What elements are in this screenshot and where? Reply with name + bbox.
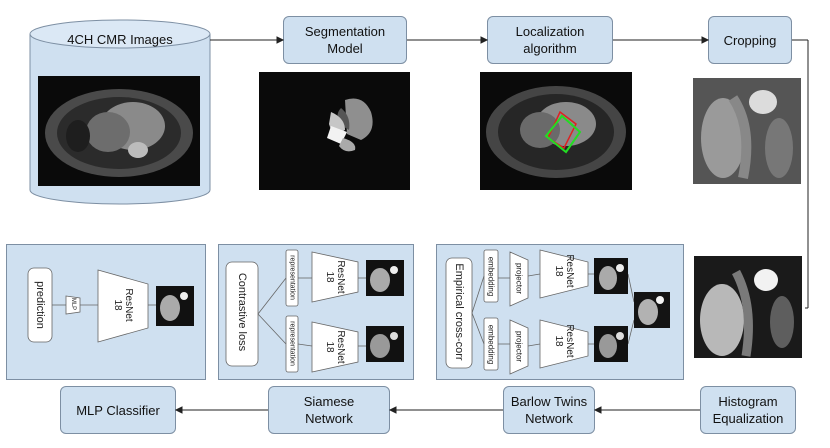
embedding-bottom-label: embedding [486, 324, 496, 365]
histogram-equalization-label: Histogram Equalization [712, 394, 784, 426]
embedding-top-label: embedding [486, 256, 496, 297]
representation-bottom-label: representation [288, 321, 296, 366]
contrastive-loss-label: Contrastive loss [236, 272, 248, 352]
prediction-label: prediction [34, 281, 46, 329]
segmentation-image [259, 72, 410, 190]
mlp-resnet-label: ResNet 18 [112, 288, 134, 322]
segmentation-model-label: Segmentation Model [304, 24, 386, 56]
barlow-resnet-top-label: ResNet 18 [553, 254, 575, 288]
mlp-label: MLP [70, 297, 76, 311]
projector-bottom-label: projector [514, 330, 524, 363]
cropping-label: Cropping [723, 32, 777, 48]
representation-top-label: representation [288, 255, 296, 300]
empirical-cross-corr-label: Empirical cross-corr [453, 263, 465, 361]
mlp-classifier-box: MLP Classifier [60, 386, 176, 434]
histogram-equalization-box: Histogram Equalization [700, 386, 796, 434]
equalized-image [694, 256, 802, 358]
barlow-twins-label: Barlow Twins Network [510, 394, 588, 426]
siamese-network-box: Siamese Network [268, 386, 390, 434]
siamese-resnet-top-label: ResNet 18 [324, 260, 346, 294]
mlp-classifier-label: MLP Classifier [76, 402, 160, 418]
cropped-image [693, 78, 801, 184]
localization-algorithm-label: Localization algorithm [515, 24, 585, 56]
cropping-box: Cropping [708, 16, 792, 64]
cmr-images-label: 4CH CMR Images [67, 32, 173, 47]
siamese-resnet-bottom-label: ResNet 18 [324, 330, 346, 364]
siamese-network-label: Siamese Network [303, 394, 355, 426]
barlow-resnet-bottom-label: ResNet 18 [553, 324, 575, 358]
localization-image [480, 72, 632, 190]
projector-top-label: projector [514, 262, 524, 295]
localization-algorithm-box: Localization algorithm [487, 16, 613, 64]
barlow-twins-box: Barlow Twins Network [503, 386, 595, 434]
cmr-image [38, 76, 200, 186]
